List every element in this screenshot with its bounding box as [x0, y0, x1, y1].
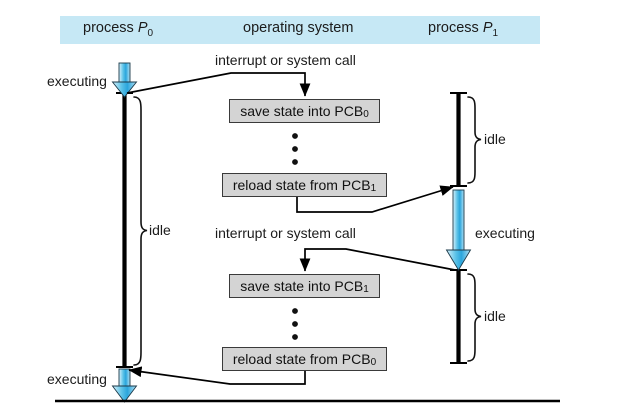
brace-idle-p1-top — [467, 96, 482, 184]
brace-idle-p0 — [133, 96, 148, 366]
p1-symbol: P — [482, 20, 493, 36]
connector-p0-to-save-pcb0 — [126, 72, 311, 97]
box-reload-pcb0-subscript: 0 — [370, 356, 377, 368]
brace-idle-p1-bottom — [467, 273, 482, 362]
label-idle-p0: idle — [149, 222, 171, 238]
connector-reload-pcb0-to-p0 — [128, 366, 306, 385]
box-save-pcb1-subscript: 1 — [363, 283, 369, 295]
p0-symbol: P — [137, 20, 148, 36]
label-interrupt-top: interrupt or system call — [215, 52, 356, 68]
label-idle-p1-bottom: idle — [484, 308, 506, 324]
header-label-operating-system: operating system — [243, 20, 354, 36]
label-idle-p1-top: idle — [484, 131, 506, 147]
connector-reload-pcb1-to-p1 — [296, 185, 454, 213]
header-label-process-p1: process P1 — [428, 20, 499, 39]
box-reload-pcb1-subscript: 1 — [370, 182, 377, 194]
p1-subscript: 1 — [492, 27, 499, 39]
ellipsis-dots-bottom — [292, 308, 298, 340]
executing-arrow-p0-top — [111, 62, 138, 98]
executing-arrow-p0-bottom — [111, 368, 138, 403]
label-executing-p1: executing — [475, 225, 535, 241]
header-label-process-p0: process P0 — [83, 20, 154, 39]
label-executing-p0-bottom: executing — [47, 371, 107, 387]
box-save-pcb0-subscript: 0 — [363, 108, 369, 120]
ellipsis-dots-top — [292, 133, 298, 165]
label-executing-p0-top: executing — [47, 73, 107, 89]
header-band — [60, 16, 540, 44]
label-interrupt-middle: interrupt or system call — [215, 225, 356, 241]
connector-p1-to-save-pcb1 — [299, 248, 456, 272]
executing-arrow-p1 — [445, 189, 472, 271]
p0-subscript: 0 — [147, 27, 154, 39]
